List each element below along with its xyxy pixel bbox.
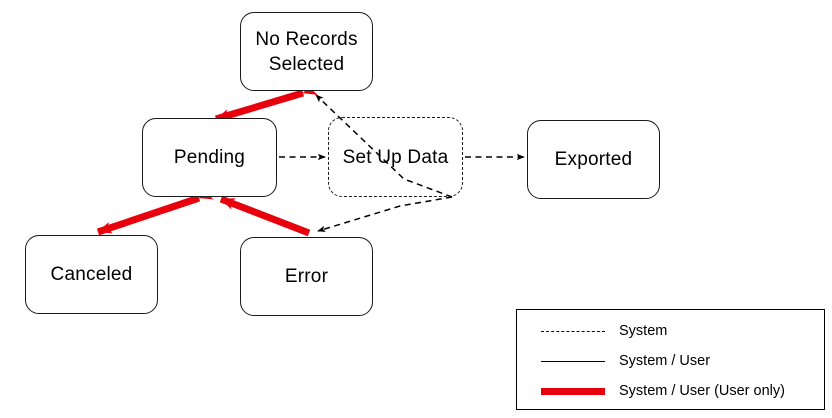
legend-item-system: System bbox=[517, 316, 824, 346]
node-exported[interactable]: Exported bbox=[527, 120, 660, 199]
edge-no-records-selected-to-pending bbox=[214, 83, 318, 123]
solid-line-swatch-icon bbox=[541, 354, 605, 368]
node-label: Exported bbox=[554, 149, 633, 170]
legend-label: System bbox=[619, 323, 668, 339]
dashed-line-swatch-icon bbox=[541, 324, 605, 338]
node-canceled[interactable]: Canceled bbox=[25, 235, 158, 314]
node-label: Pending bbox=[173, 147, 246, 168]
legend-label: System / User bbox=[619, 353, 711, 369]
edge-set-up-data-to-error bbox=[317, 196, 453, 232]
node-label: Set Up Data bbox=[342, 146, 449, 168]
thick-red-line-swatch-icon bbox=[541, 384, 605, 398]
node-error[interactable]: Error bbox=[240, 237, 373, 316]
legend-item-system-user-user-only: System / User (User only) bbox=[517, 376, 824, 406]
legend-item-system-user: System / User bbox=[517, 346, 824, 376]
node-set-up-data[interactable]: Set Up Data bbox=[328, 117, 463, 197]
node-label: Canceled bbox=[50, 264, 133, 285]
edge-error-to-pending bbox=[219, 195, 311, 237]
node-pending[interactable]: Pending bbox=[142, 118, 277, 197]
edge-pending-to-canceled bbox=[96, 188, 214, 236]
legend-label: System / User (User only) bbox=[619, 383, 785, 399]
node-label: No Records Selected bbox=[255, 28, 358, 75]
node-no-records-selected[interactable]: No Records Selected bbox=[240, 12, 373, 91]
node-label: Error bbox=[284, 266, 329, 287]
legend: System System / User System / User (User… bbox=[516, 309, 825, 410]
